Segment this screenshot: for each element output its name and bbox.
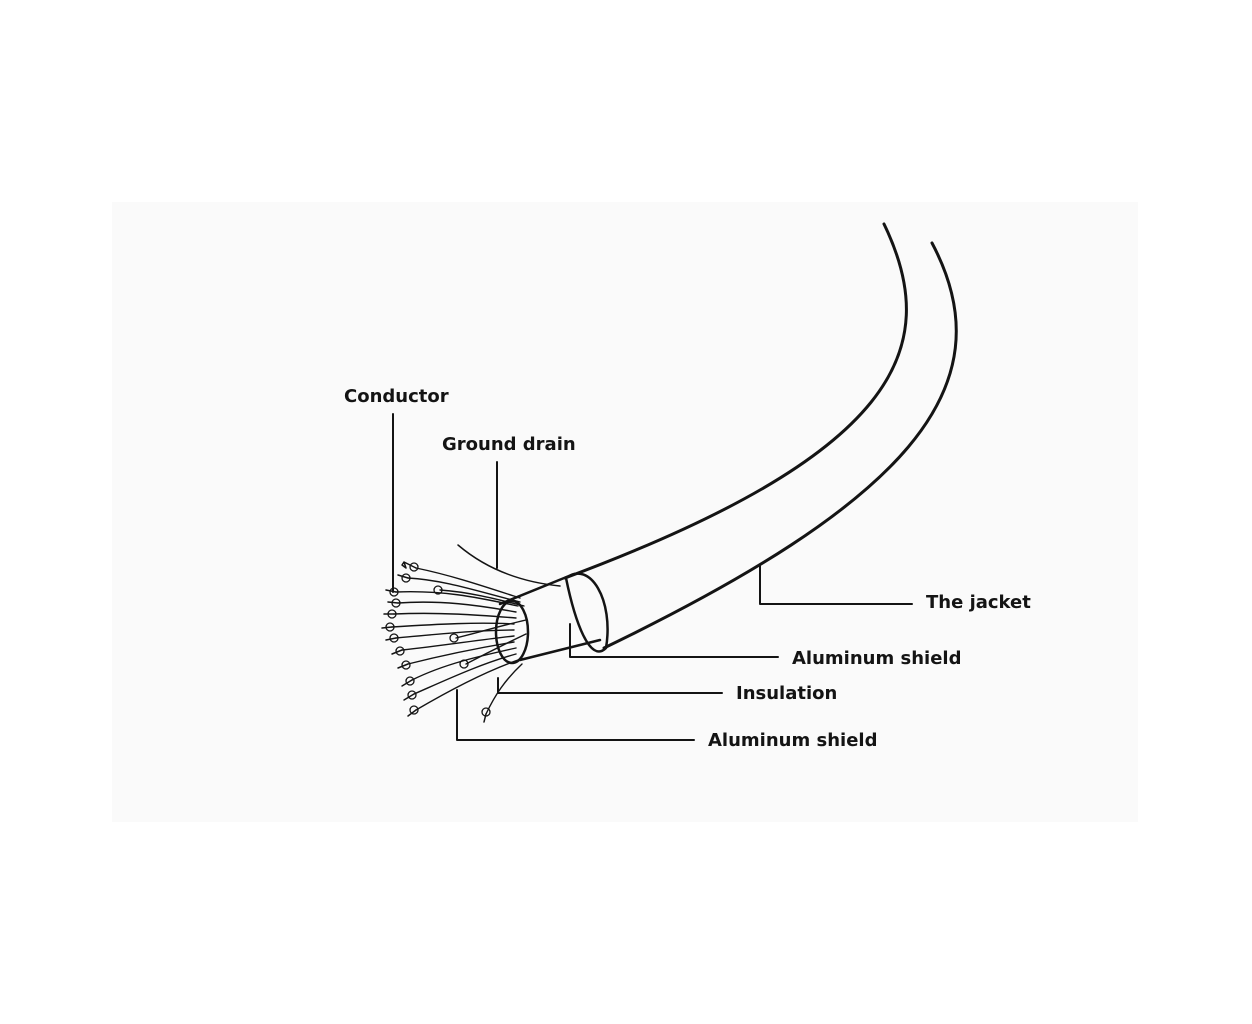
label-conductor: Conductor xyxy=(344,386,449,407)
jacket-lower-edge xyxy=(602,241,958,650)
label-aluminum-shield-inner: Aluminum shield xyxy=(708,730,878,751)
ground-drain-wire xyxy=(457,544,561,587)
conductor-insulation-caps xyxy=(385,562,491,717)
leader-aluminum-shield-inner xyxy=(456,689,695,741)
leader-aluminum-shield-outer xyxy=(569,623,779,658)
leader-insulation xyxy=(497,677,723,694)
jacket-upper-edge xyxy=(563,222,908,580)
label-aluminum-shield-outer: Aluminum shield xyxy=(792,648,962,669)
leader-lines xyxy=(392,413,913,741)
jacket-cut-end xyxy=(564,572,609,653)
leader-jacket xyxy=(759,565,913,605)
fanned-wires xyxy=(391,567,527,715)
diagram-panel xyxy=(112,202,1138,822)
label-insulation: Insulation xyxy=(736,683,838,704)
shield-sleeve-top xyxy=(498,572,576,606)
shield-sleeve-bottom xyxy=(518,638,602,662)
label-ground-drain: Ground drain xyxy=(442,434,576,455)
label-jacket: The jacket xyxy=(926,592,1031,613)
shield-sleeve-end xyxy=(494,599,530,665)
